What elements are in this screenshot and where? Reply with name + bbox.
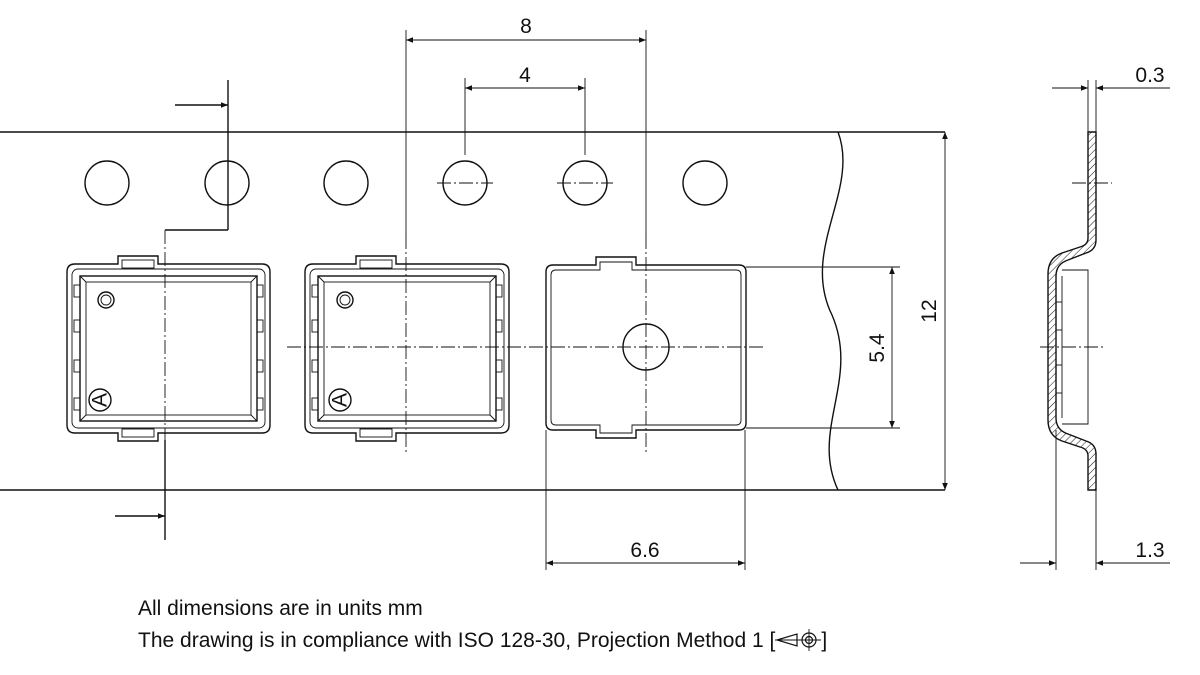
- projection-symbol-icon: [775, 629, 822, 651]
- dimension-6-6: 6.6: [545, 430, 746, 570]
- component-marking: A: [329, 393, 352, 407]
- center-lines: [287, 235, 765, 455]
- sprocket-hole: [682, 160, 728, 206]
- dimension-8: 8: [405, 15, 647, 235]
- marking-circle: [88, 388, 112, 412]
- dimension-12: 12: [918, 132, 948, 490]
- sprocket-hole: [204, 160, 250, 206]
- dimension-label: 5.4: [866, 333, 889, 363]
- dimension-label: 4: [519, 64, 531, 87]
- component-marking: A: [89, 393, 112, 407]
- marking-circle: [328, 388, 352, 412]
- side-section-view: [1040, 131, 1112, 491]
- dimension-label: 8: [520, 15, 532, 38]
- dimension-label: 1.3: [1135, 539, 1164, 562]
- compliance-bracket: ]: [821, 629, 828, 652]
- compliance-note: The drawing is in compliance with ISO 12…: [138, 628, 827, 653]
- dimension-label: 0.3: [1135, 64, 1164, 87]
- pocket-with-component-2: A: [304, 255, 510, 442]
- section-cut-line: [115, 80, 229, 540]
- sprocket-holes: [84, 160, 728, 206]
- pocket-with-component-1: A: [66, 255, 271, 442]
- compliance-text: The drawing is in compliance with ISO 12…: [138, 629, 776, 652]
- sprocket-hole: [323, 160, 369, 206]
- dimension-label: 6.6: [630, 539, 659, 562]
- dimension-1-3: 1.3: [1020, 430, 1170, 570]
- dimension-5-4: 5.4: [746, 266, 900, 429]
- dimension-label: 12: [918, 299, 941, 322]
- dimension-4: 4: [464, 64, 586, 155]
- carrier-tape: [0, 131, 945, 491]
- units-note: All dimensions are in units mm: [138, 597, 423, 620]
- dimension-0-3: 0.3: [1052, 64, 1170, 132]
- sprocket-hole: [84, 160, 130, 206]
